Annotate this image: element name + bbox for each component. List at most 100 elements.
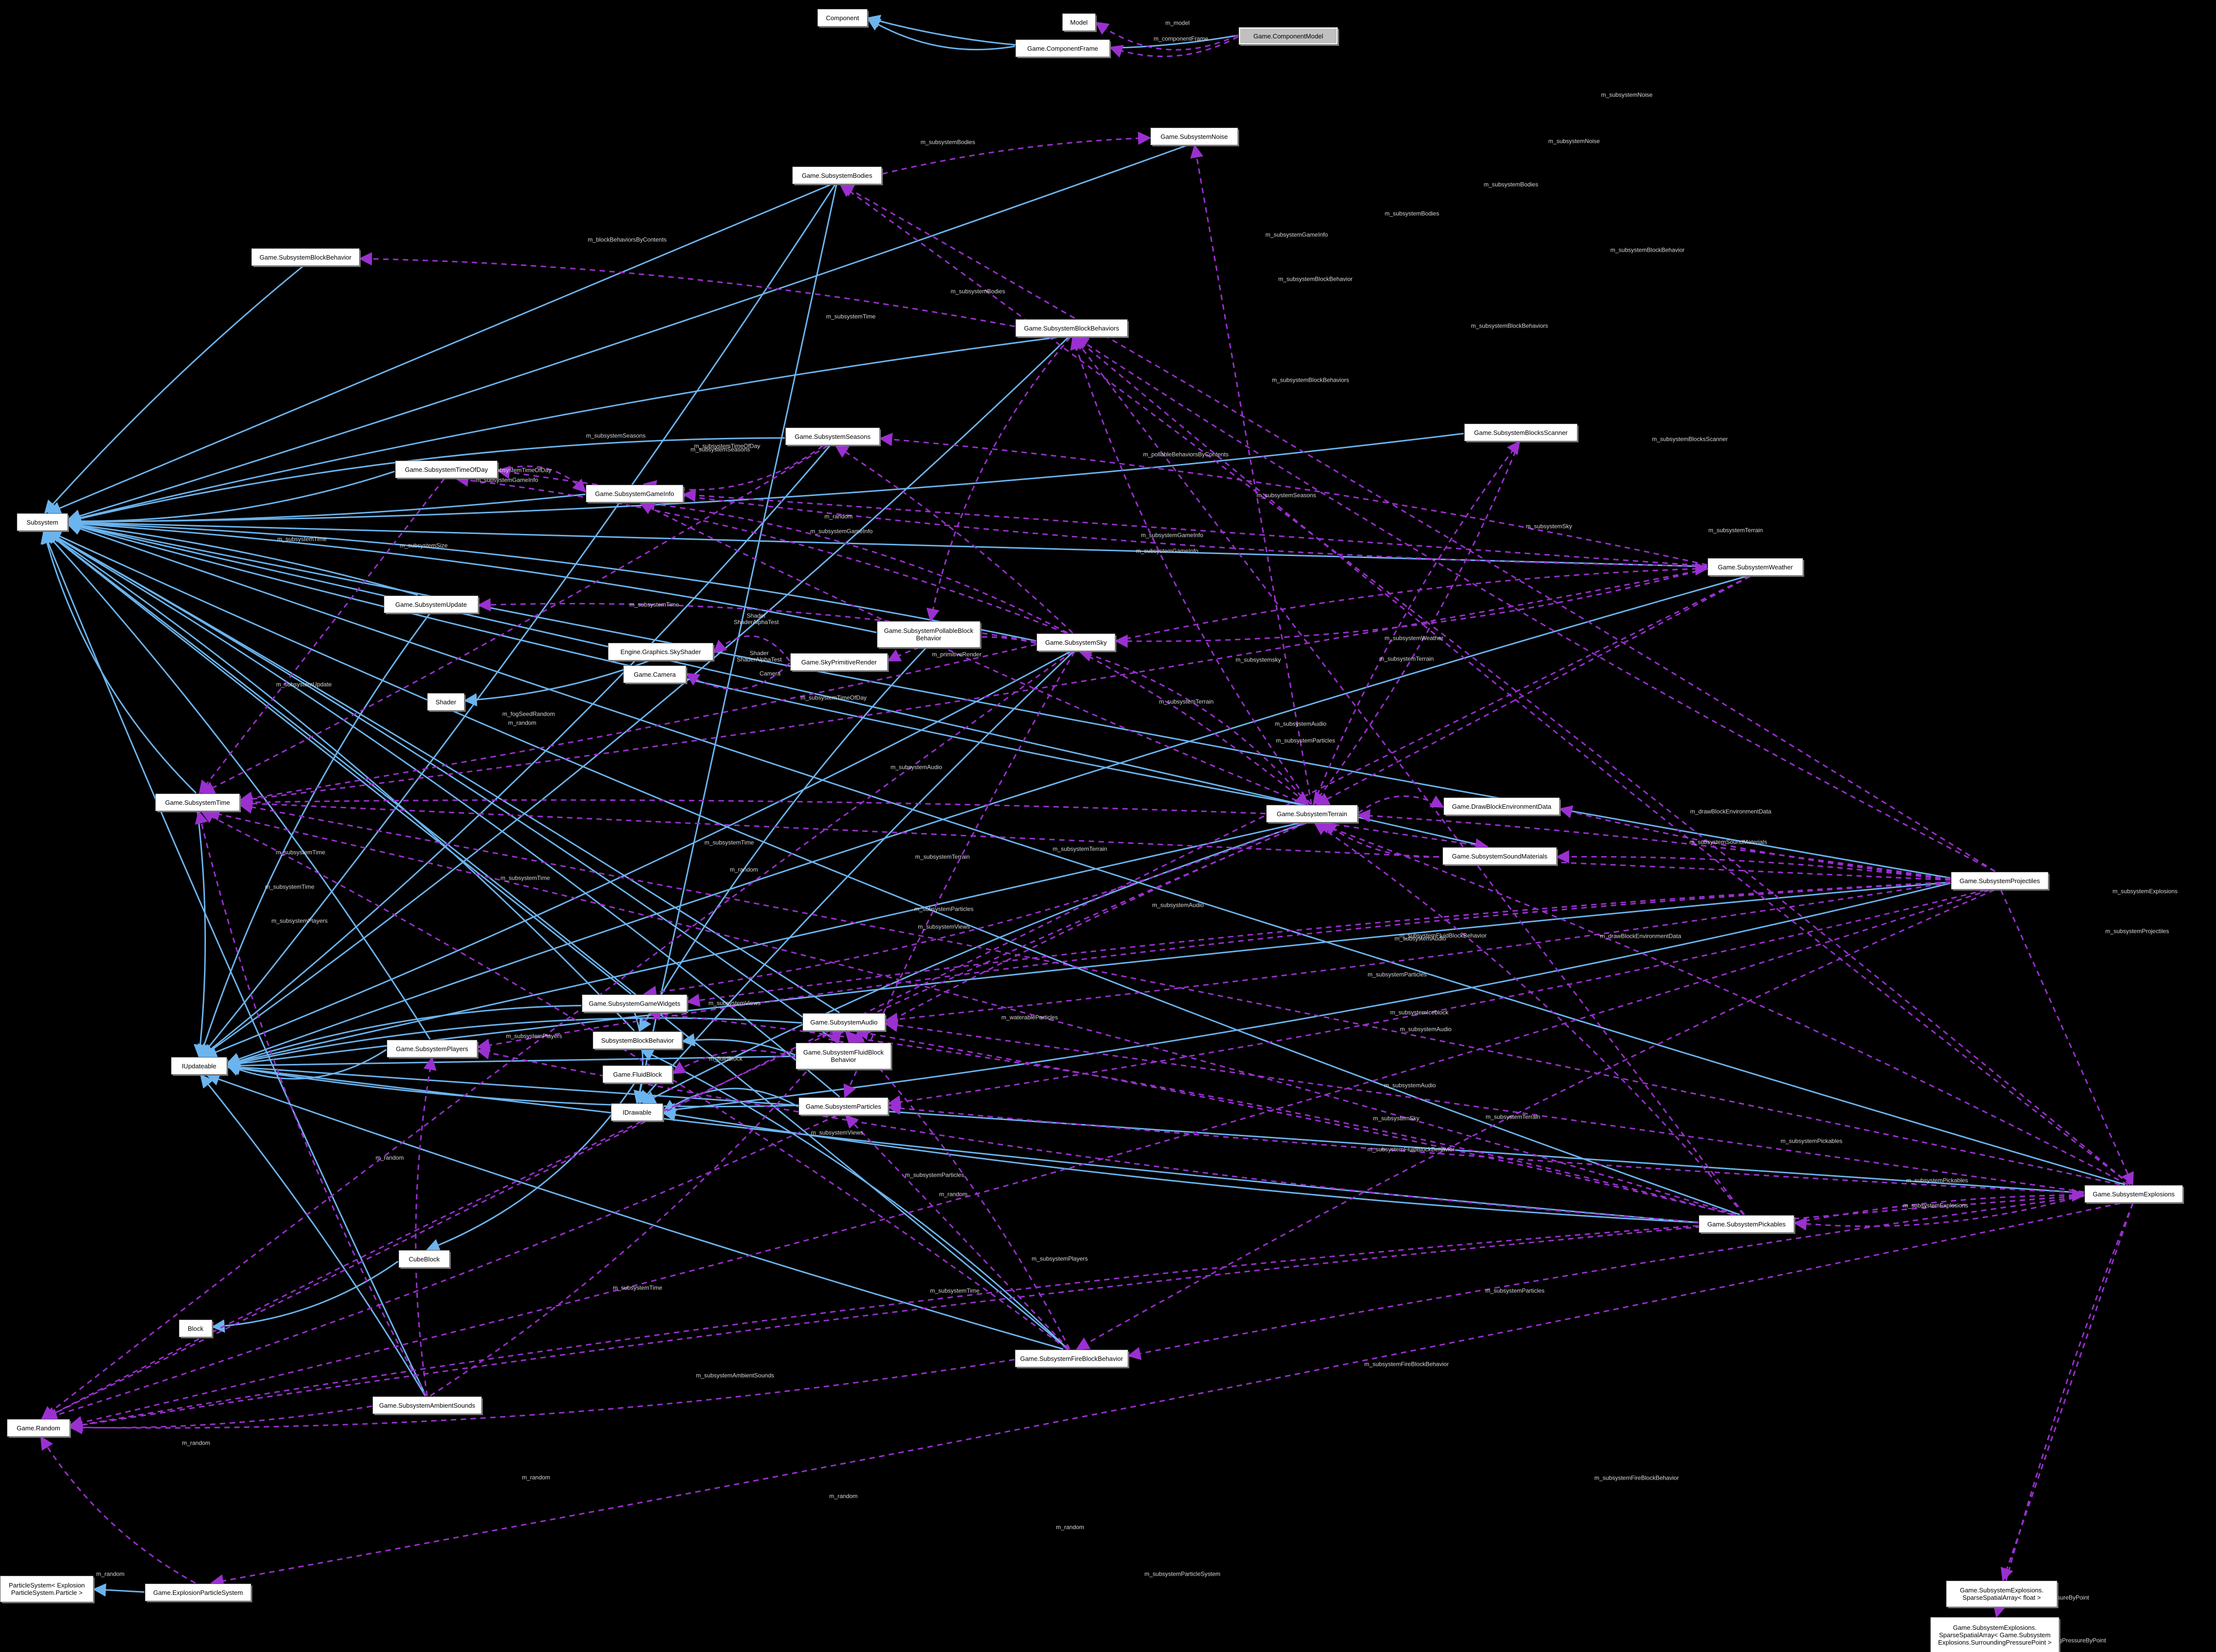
edge-label: m_subsystemPlayers bbox=[505, 1032, 563, 1040]
graph-node-subsystemGameInfo[interactable]: Game.SubsystemGameInfo bbox=[586, 485, 683, 502]
edge-subsystemWeather-to-random bbox=[42, 575, 1750, 1420]
edge-label: m_random bbox=[824, 513, 853, 520]
edge-subsystemProjectiles-to-subsystemBodies bbox=[840, 184, 1996, 872]
edge-label: m_componentFrame bbox=[1153, 35, 1209, 42]
edge-label: m_subsystemGameInfo bbox=[1141, 531, 1204, 539]
edge-label: m_subsystemIceblock bbox=[1390, 1009, 1449, 1016]
edge-skyPrimitiveRender-to-skyShader bbox=[712, 635, 791, 662]
edge-label: m_waterableParticles bbox=[1001, 1014, 1058, 1021]
graph-node-component[interactable]: Component bbox=[817, 9, 868, 27]
edge-subsystemTerrain-to-subsystemGameWidgets bbox=[643, 822, 1303, 999]
edge-label: m_drawBlockEnvironmentData bbox=[1600, 932, 1681, 940]
edge-subsystemTerrain-to-random bbox=[43, 822, 1307, 1420]
edge-label: m_subsystemBlockBehavior bbox=[1610, 246, 1685, 254]
graph-node-cubeBlock[interactable]: CubeBlock bbox=[399, 1250, 450, 1268]
graph-node-skyShader[interactable]: Engine.Graphics.SkyShader bbox=[608, 643, 713, 661]
edge-label: m_drawBlockEnvironmentData bbox=[1690, 808, 1772, 815]
graph-node-componentFrame[interactable]: Game.ComponentFrame bbox=[1015, 39, 1110, 57]
edge-subsystemSeasons-to-subsystemTime bbox=[201, 445, 828, 794]
graph-node-subsystemTime[interactable]: Game.SubsystemTime bbox=[155, 793, 240, 811]
graph-node-subsystemGameWidgets[interactable]: Game.SubsystemGameWidgets bbox=[582, 994, 687, 1012]
graph-node-subsystemPollableBlockBehavior[interactable]: Game.SubsystemPollableBlock Behavior bbox=[877, 621, 980, 648]
edge-label: m_subsystemSoundMaterials bbox=[1689, 838, 1767, 846]
graph-node-subsystemFluidBlockBehavior[interactable]: Game.SubsystemFluidBlock Behavior bbox=[796, 1043, 891, 1069]
edge-label: m_subsystemPlayers bbox=[1031, 1255, 1088, 1262]
edge-subsystemExplosions-to-explosionParticleSystem bbox=[210, 1202, 2120, 1587]
edge-subsystemTimeOfDay-to-subsystem bbox=[67, 470, 395, 528]
graph-node-iupdateable[interactable]: IUpdateable bbox=[171, 1057, 227, 1075]
graph-node-subsystemUpdate[interactable]: Game.SubsystemUpdate bbox=[384, 595, 478, 613]
graph-node-camera[interactable]: Game.Camera bbox=[623, 665, 686, 683]
graph-node-fluidBlock[interactable]: Game.FluidBlock bbox=[603, 1065, 672, 1083]
edge-subsystemPickables-to-subsystemTerrain bbox=[1313, 822, 1745, 1215]
graph-node-subsystemFireBlockBehavior[interactable]: Game.SubsystemFireBlockBehavior bbox=[1015, 1350, 1128, 1367]
edge-subsystemExplosions-to-subsystem bbox=[67, 522, 2125, 1186]
graph-node-drawBlockEnvironmentData[interactable]: Game.DrawBlockEnvironmentData bbox=[1444, 797, 1560, 815]
edge-label: m_random bbox=[182, 1439, 210, 1447]
graph-node-subsystemBodies[interactable]: Game.SubsystemBodies bbox=[792, 166, 882, 184]
edge-subsystemProjectiles-to-iupdateable bbox=[226, 881, 1951, 1070]
graph-node-subsystemProjectiles[interactable]: Game.SubsystemProjectiles bbox=[1951, 872, 2048, 890]
graph-node-skyPrimitiveRender[interactable]: Game.SkyPrimitiveRender bbox=[790, 653, 888, 671]
edge-label: m_subsystemTime bbox=[275, 849, 326, 856]
edge-subsystemProjectiles-to-subsystemFireBlockBehavior bbox=[1075, 889, 1995, 1350]
graph-node-subsystemTimeOfDay[interactable]: Game.SubsystemTimeOfDay bbox=[395, 461, 498, 478]
edge-label: m_pollableBehaviorsByContents bbox=[1143, 451, 1229, 458]
graph-node-idrawable[interactable]: IDrawable bbox=[611, 1103, 663, 1121]
graph-node-subsystemPlayers[interactable]: Game.SubsystemPlayers bbox=[387, 1040, 477, 1057]
graph-node-subsystemSoundMaterials[interactable]: Game.SubsystemSoundMaterials bbox=[1443, 847, 1557, 865]
graph-node-subsystemBlockBehaviors[interactable]: Game.SubsystemBlockBehaviors bbox=[1015, 319, 1128, 337]
graph-node-model[interactable]: Model bbox=[1062, 13, 1096, 31]
edge-subsystemTimeOfDay-to-subsystemTime bbox=[199, 478, 445, 794]
graph-node-subsystemSky[interactable]: Game.SubsystemSky bbox=[1037, 633, 1115, 651]
graph-node-sparseSpatialArrayPressure[interactable]: Game.SubsystemExplosions. SparseSpatialA… bbox=[1930, 1617, 2059, 1652]
edge-label: m_subsystemSize bbox=[400, 542, 448, 549]
graph-node-subsystemAudio[interactable]: Game.SubsystemAudio bbox=[803, 1013, 885, 1031]
edge-label: m_subsystemViews bbox=[708, 999, 761, 1007]
edge-label: m_subsystemBodies bbox=[1483, 181, 1539, 188]
graph-node-random[interactable]: Game.Random bbox=[7, 1419, 70, 1437]
edge-label: m_subsystemAudio bbox=[890, 763, 942, 771]
graph-node-subsystemWeather[interactable]: Game.SubsystemWeather bbox=[1708, 558, 1803, 576]
graph-node-subsystemTerrain[interactable]: Game.SubsystemTerrain bbox=[1266, 805, 1358, 823]
edge-label: m_subsystemTerrain bbox=[1485, 1113, 1541, 1121]
edge-subsystemBlockBehaviors-to-iupdateable bbox=[201, 336, 1069, 1057]
edge-label: m_subsystemUpdate bbox=[276, 681, 332, 688]
graph-node-particleSystemExplosion[interactable]: ParticleSystem< Explosion ParticleSystem… bbox=[0, 1576, 94, 1602]
graph-node-subsystem[interactable]: Subsystem bbox=[17, 513, 68, 531]
edge-subsystemWeather-to-subsystem bbox=[67, 516, 1708, 567]
graph-node-subsystemPickables[interactable]: Game.SubsystemPickables bbox=[1699, 1215, 1794, 1233]
graph-node-subsystemAmbientSounds[interactable]: Game.SubsystemAmbientSounds bbox=[372, 1396, 482, 1414]
graph-node-subsystemParticles[interactable]: Game.SubsystemParticles bbox=[799, 1097, 888, 1115]
edge-subsystemProjectiles-to-drawBlockEnvironmentData bbox=[1559, 805, 1951, 880]
edge-subsystemProjectiles-to-subsystemPlayers bbox=[476, 881, 1951, 1052]
edge-subsystemUpdate-to-subsystem bbox=[67, 518, 418, 596]
edge-subsystemProjectiles-to-subsystemSoundMaterials bbox=[1556, 850, 1951, 881]
graph-node-explosionParticleSystem[interactable]: Game.ExplosionParticleSystem bbox=[145, 1584, 251, 1601]
graph-node-componentModel[interactable]: Game.ComponentModel bbox=[1239, 27, 1338, 45]
edge-subsystemProjectiles-to-idrawable bbox=[662, 882, 1951, 1116]
edge-subsystemSky-to-idrawable bbox=[638, 651, 1074, 1104]
graph-node-subsystemExplosions[interactable]: Game.SubsystemExplosions bbox=[2084, 1185, 2183, 1203]
edge-subsystemBlocksScanner-to-subsystemTerrain bbox=[1312, 441, 1520, 806]
edge-componentModel-to-model bbox=[1095, 21, 1239, 51]
graph-node-sparseSpatialArrayFloat[interactable]: Game.SubsystemExplosions. SparseSpatialA… bbox=[1946, 1581, 2057, 1607]
edge-subsystemExplosions-to-iupdateable bbox=[226, 1060, 2084, 1194]
graph-node-subsystemBlocksScanner[interactable]: Game.SubsystemBlocksScanner bbox=[1464, 424, 1578, 441]
edge-subsystemBodies-to-subsystemNoise bbox=[882, 132, 1151, 175]
graph-node-block[interactable]: Block bbox=[179, 1320, 212, 1337]
graph-node-shader[interactable]: Shader bbox=[427, 693, 465, 711]
graph-node-subsystemBlockBehavior[interactable]: Game.SubsystemBlockBehavior bbox=[251, 248, 360, 266]
edge-subsystemTerrain-to-subsystemFluidBlockBehavior bbox=[850, 822, 1307, 1043]
edge-label: m_subsystemBodies bbox=[950, 288, 1006, 295]
edge-subsystemAmbientSounds-to-subsystemPlayers bbox=[415, 1057, 437, 1396]
graph-node-subsystemNoise[interactable]: Game.SubsystemNoise bbox=[1150, 128, 1238, 145]
edge-label: m_subsystemGameInfo bbox=[1265, 231, 1328, 238]
graph-node-subsystemBlockBehaviorBase[interactable]: SubsystemBlockBehavior bbox=[593, 1031, 682, 1049]
edge-subsystemTime-to-iupdateable bbox=[194, 811, 207, 1058]
edge-label: m_subsystemTime bbox=[704, 839, 754, 846]
graph-node-subsystemSeasons[interactable]: Game.SubsystemSeasons bbox=[785, 428, 880, 445]
edge-subsystemTerrain-to-iupdateable bbox=[226, 822, 1300, 1068]
edge-subsystemExplosions-to-sparseSpatialArrayPressure bbox=[1993, 1203, 2134, 1618]
